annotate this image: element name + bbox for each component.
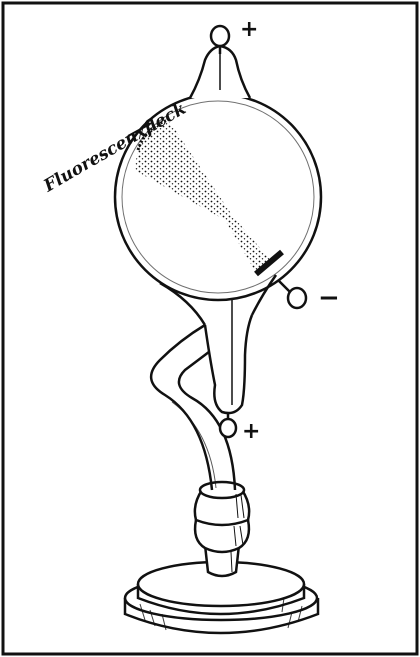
top-anode-ring [209, 24, 231, 48]
stand-pedestal [193, 480, 251, 578]
cathode-sign: − [318, 283, 340, 313]
glass-neck-tube [150, 323, 237, 491]
lower-lobe [203, 314, 254, 415]
cathode-terminal-ring [286, 286, 308, 310]
bottom-anode-ring [218, 417, 238, 439]
label-pointer [127, 123, 151, 137]
stand-base [123, 560, 320, 635]
cathode-ray-beam [134, 122, 272, 276]
cathode-disc [254, 249, 284, 277]
top-anode-sign: + [240, 17, 258, 42]
fluorescence-spot [136, 118, 169, 151]
bottom-anode-sign: + [242, 419, 260, 444]
